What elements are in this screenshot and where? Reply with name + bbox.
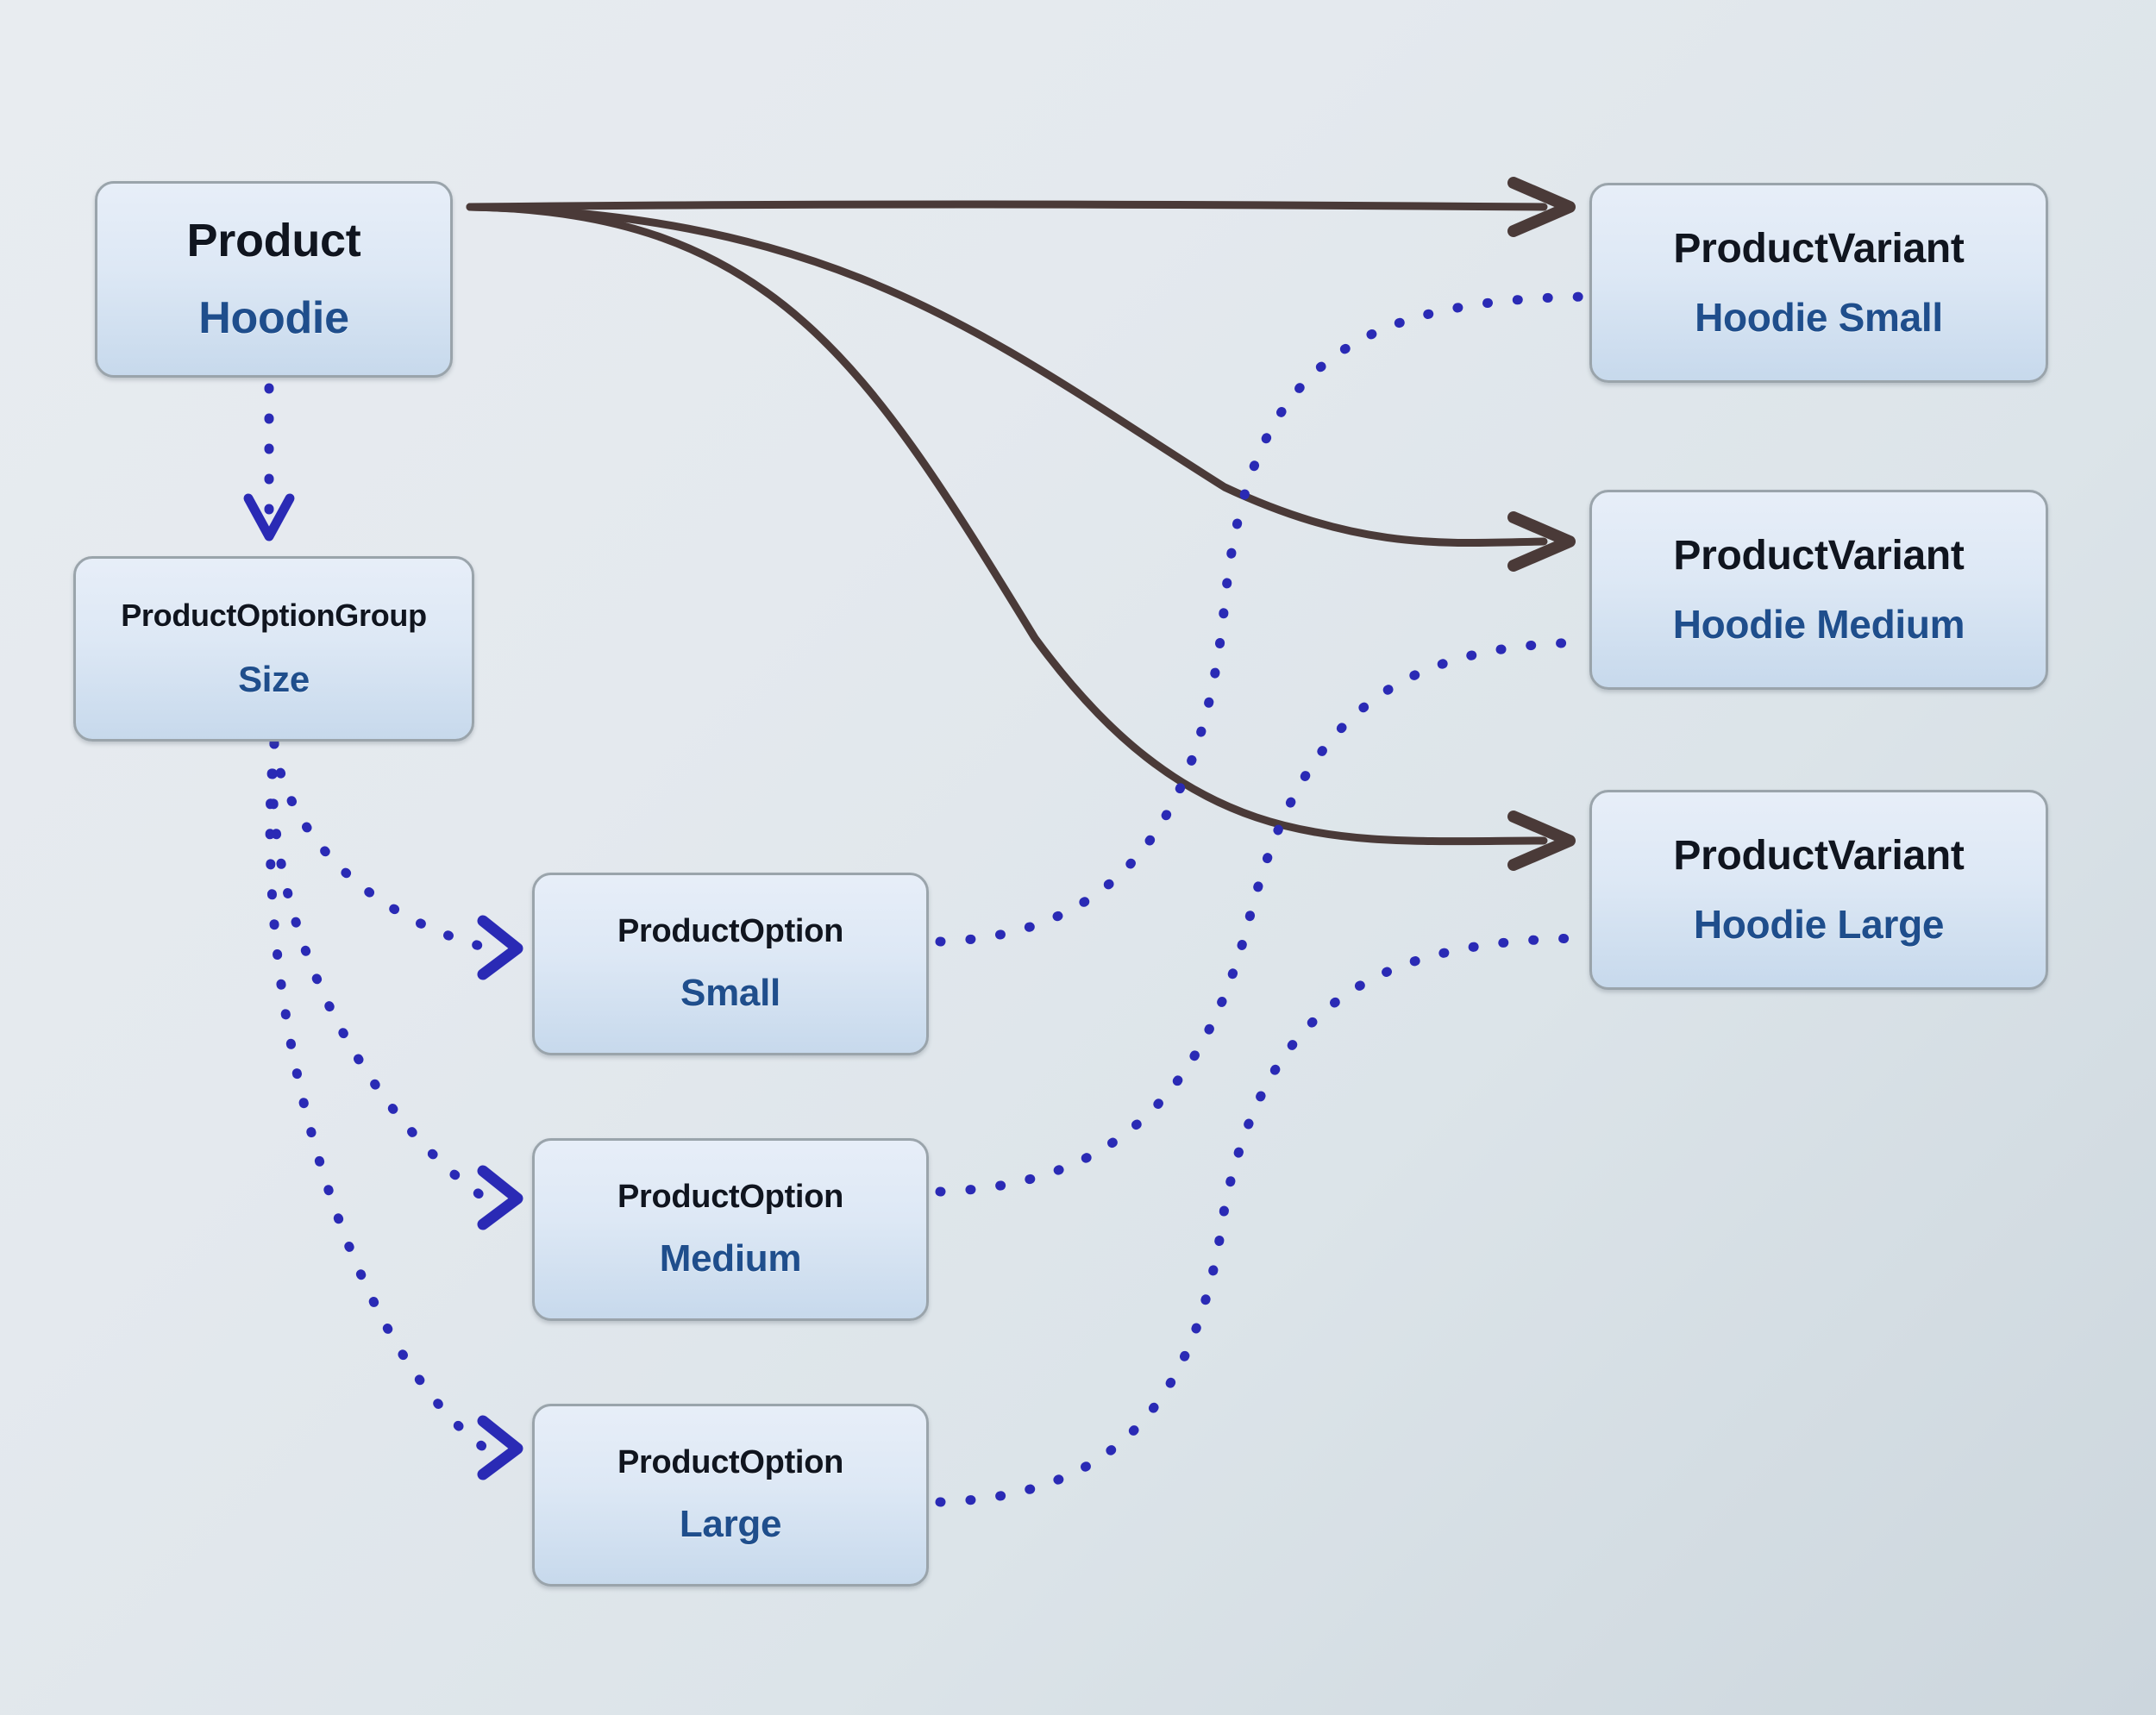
arrowhead-variant-medium bbox=[1507, 511, 1576, 572]
arrowhead-option-large bbox=[477, 1415, 523, 1480]
node-variant-medium-type: ProductVariant bbox=[1673, 532, 1965, 579]
edge-group-to-option-medium bbox=[267, 738, 488, 1202]
arrowhead-option-group bbox=[243, 493, 295, 541]
node-product-value: Hoodie bbox=[198, 293, 349, 344]
node-option-large-type: ProductOption bbox=[617, 1443, 844, 1480]
edge-group-to-option-small bbox=[269, 738, 488, 952]
node-variant-large-value: Hoodie Large bbox=[1693, 902, 1945, 948]
node-variant-small[interactable]: ProductVariant Hoodie Small bbox=[1589, 183, 2048, 383]
node-option-small[interactable]: ProductOption Small bbox=[532, 873, 929, 1055]
node-option-medium[interactable]: ProductOption Medium bbox=[532, 1138, 929, 1321]
node-option-group-type: ProductOptionGroup bbox=[121, 597, 427, 633]
arrowhead-option-medium bbox=[477, 1165, 523, 1230]
edge-product-to-variant-small bbox=[466, 200, 1548, 211]
edge-group-to-option-large bbox=[265, 738, 488, 1452]
node-option-large-value: Large bbox=[679, 1502, 782, 1545]
node-variant-large[interactable]: ProductVariant Hoodie Large bbox=[1589, 790, 2048, 990]
edge-option-large-to-variant-large bbox=[935, 933, 1592, 1507]
edge-option-medium-to-variant-medium bbox=[935, 637, 1592, 1197]
node-option-medium-value: Medium bbox=[659, 1236, 802, 1280]
arrowhead-option-small bbox=[477, 915, 523, 980]
edge-option-small-to-variant-small bbox=[935, 291, 1592, 947]
node-variant-large-type: ProductVariant bbox=[1673, 832, 1965, 879]
node-option-medium-type: ProductOption bbox=[617, 1178, 844, 1215]
edge-product-to-variant-large bbox=[466, 203, 1548, 846]
node-variant-medium[interactable]: ProductVariant Hoodie Medium bbox=[1589, 490, 2048, 690]
node-option-small-value: Small bbox=[680, 971, 780, 1014]
node-variant-small-value: Hoodie Small bbox=[1695, 295, 1943, 341]
node-option-small-type: ProductOption bbox=[617, 912, 844, 949]
edge-product-to-variant-medium bbox=[466, 203, 1548, 548]
arrowhead-variant-large bbox=[1507, 811, 1576, 871]
node-option-group-size[interactable]: ProductOptionGroup Size bbox=[73, 556, 474, 742]
node-product[interactable]: Product Hoodie bbox=[95, 181, 453, 378]
arrowhead-variant-small bbox=[1507, 177, 1576, 237]
node-option-group-value: Size bbox=[238, 659, 310, 700]
node-product-type: Product bbox=[186, 215, 361, 267]
node-variant-medium-value: Hoodie Medium bbox=[1672, 602, 1965, 648]
node-option-large[interactable]: ProductOption Large bbox=[532, 1404, 929, 1587]
node-variant-small-type: ProductVariant bbox=[1673, 225, 1965, 272]
